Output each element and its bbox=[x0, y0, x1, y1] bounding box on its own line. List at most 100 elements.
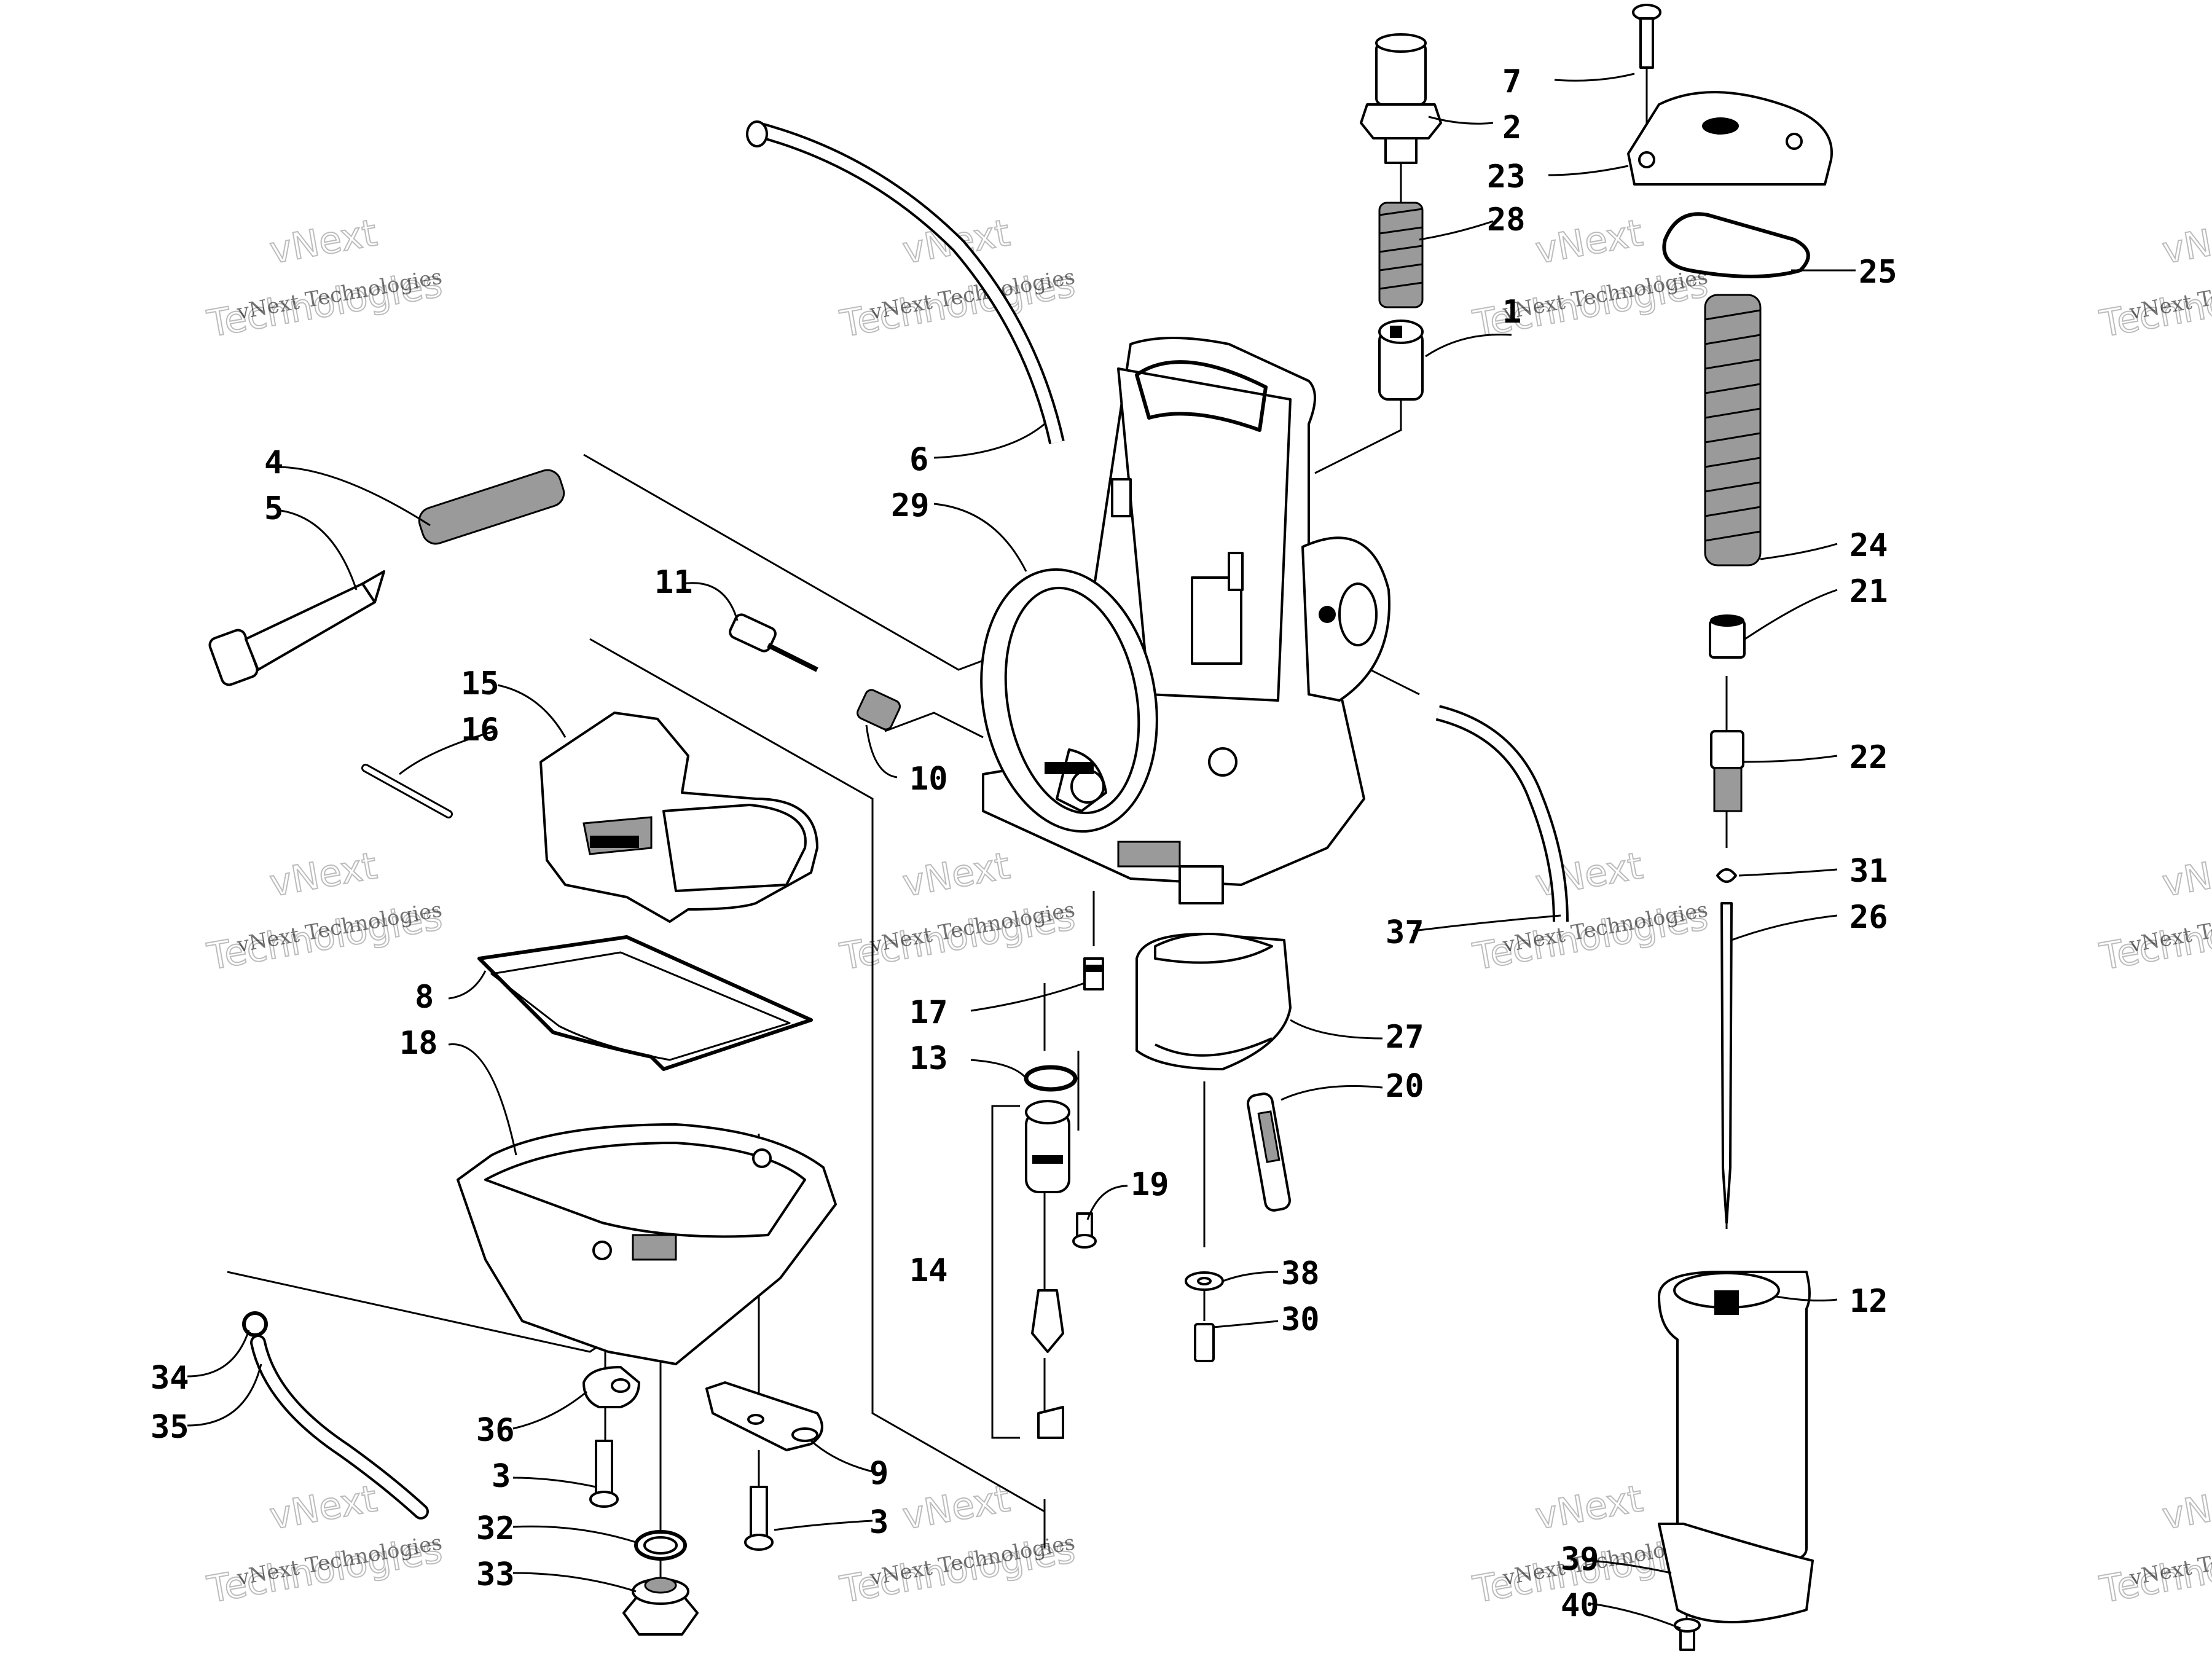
callout-35: 35 bbox=[151, 1409, 189, 1446]
part-27-needle-jet-holder bbox=[1135, 933, 1292, 1070]
callout-17: 17 bbox=[909, 994, 948, 1031]
part-19-screw bbox=[1072, 1212, 1097, 1249]
svg-text:vNext: vNext bbox=[2159, 844, 2212, 905]
part-5-air-screw bbox=[208, 570, 385, 686]
callout-3-left: 3 bbox=[492, 1458, 511, 1495]
callout-15: 15 bbox=[461, 665, 500, 702]
svg-text:vNext: vNext bbox=[2159, 1477, 2212, 1538]
part-4-spring bbox=[418, 469, 565, 545]
watermark: vNext Technologies vNext Technologies bbox=[203, 844, 446, 979]
part-16-float-pin bbox=[361, 764, 453, 818]
svg-text:vNext: vNext bbox=[267, 1477, 380, 1538]
callout-37: 37 bbox=[1386, 914, 1424, 951]
callout-32: 32 bbox=[476, 1510, 515, 1547]
svg-text:vNext: vNext bbox=[267, 211, 380, 272]
watermark: vNext Technologies vNext Technologies bbox=[836, 844, 1079, 979]
callout-5: 5 bbox=[264, 490, 283, 527]
part-36-bracket bbox=[582, 1366, 640, 1408]
callout-leaders bbox=[187, 73, 1856, 1630]
part-33-drain-plug bbox=[622, 1577, 699, 1636]
watermark: vNext Technologies vNext Technologies bbox=[836, 1477, 1079, 1612]
svg-text:vNext: vNext bbox=[1532, 1477, 1646, 1538]
part-32-washer bbox=[634, 1530, 687, 1561]
callout-7: 7 bbox=[1502, 63, 1521, 100]
callout-28: 28 bbox=[1487, 202, 1526, 238]
svg-text:vNext: vNext bbox=[1532, 211, 1646, 272]
part-35-drain-tube bbox=[250, 1335, 429, 1520]
part-40-screw bbox=[1674, 1618, 1701, 1651]
callout-39: 39 bbox=[1561, 1541, 1599, 1578]
part-8-float-bowl-gasket bbox=[477, 935, 813, 1071]
callout-1: 1 bbox=[1502, 294, 1521, 331]
part-22-needle-clip-holder bbox=[1710, 730, 1744, 812]
part-31-e-clip bbox=[1716, 868, 1737, 883]
part-11-pilot-screw bbox=[729, 613, 818, 672]
part-12-throttle-slide bbox=[1658, 1271, 1811, 1562]
watermark: vNext Technologies vNext Technologies bbox=[836, 211, 1079, 347]
callout-13: 13 bbox=[909, 1040, 948, 1077]
callout-29: 29 bbox=[891, 487, 930, 524]
callout-3-right: 3 bbox=[869, 1504, 888, 1541]
callout-6: 6 bbox=[909, 441, 928, 478]
callout-40: 40 bbox=[1561, 1587, 1599, 1624]
part-25-gasket bbox=[1662, 212, 1810, 278]
part-3-screw-right bbox=[744, 1486, 774, 1551]
callout-9: 9 bbox=[869, 1455, 888, 1492]
part-24-throttle-spring bbox=[1704, 294, 1762, 567]
callout-30: 30 bbox=[1281, 1301, 1320, 1338]
callout-22: 22 bbox=[1849, 739, 1888, 776]
part-37-overflow-tube bbox=[1435, 705, 1569, 922]
watermark: vNext Technologies vNext Technologies bbox=[203, 211, 446, 347]
part-39-slide-plate bbox=[1658, 1523, 1814, 1623]
callout-14: 14 bbox=[909, 1252, 948, 1289]
watermark: vNext Technologies vNext Technologies bbox=[2096, 1477, 2212, 1612]
callout-19: 19 bbox=[1131, 1166, 1169, 1203]
part-30-main-jet bbox=[1194, 1323, 1215, 1362]
part-21-spring-seat bbox=[1709, 614, 1746, 659]
part-29-carburetor-body bbox=[980, 337, 1390, 904]
part-23-top-cap bbox=[1627, 91, 1833, 186]
part-18-float-bowl bbox=[457, 1123, 837, 1365]
part-15-float bbox=[539, 712, 818, 923]
callout-38: 38 bbox=[1281, 1255, 1320, 1292]
part-17-screw bbox=[1083, 957, 1104, 990]
callout-26: 26 bbox=[1849, 899, 1888, 936]
part-14-float-valve-assembly bbox=[991, 1100, 1070, 1439]
watermark: vNext Technologies vNext Technologies bbox=[2096, 211, 2212, 347]
callout-labels: 7 2 23 28 25 1 24 21 22 31 26 12 39 40 4… bbox=[151, 63, 1897, 1624]
part-34-clip bbox=[242, 1311, 268, 1337]
part-38-washer bbox=[1185, 1271, 1224, 1291]
callout-36: 36 bbox=[476, 1412, 515, 1449]
callout-31: 31 bbox=[1849, 853, 1888, 890]
svg-text:vNext: vNext bbox=[267, 844, 380, 905]
callout-34: 34 bbox=[151, 1360, 189, 1397]
callout-24: 24 bbox=[1849, 527, 1888, 564]
part-26-jet-needle bbox=[1720, 902, 1733, 1224]
callout-4: 4 bbox=[264, 444, 283, 481]
part-20-needle-jet bbox=[1247, 1092, 1291, 1212]
callout-12: 12 bbox=[1849, 1283, 1888, 1320]
callout-20: 20 bbox=[1386, 1068, 1424, 1105]
callout-8: 8 bbox=[415, 979, 434, 1016]
callout-25: 25 bbox=[1859, 254, 1897, 291]
watermark: vNext Technologies vNext Technologies bbox=[2096, 844, 2212, 979]
callout-10: 10 bbox=[909, 761, 948, 798]
part-6-vent-tube bbox=[746, 120, 1065, 444]
part-1-starter-plunger bbox=[1378, 320, 1424, 401]
svg-text:vNext: vNext bbox=[2159, 211, 2212, 272]
callout-16: 16 bbox=[461, 712, 500, 748]
part-28-spring bbox=[1378, 202, 1424, 308]
callout-23: 23 bbox=[1487, 159, 1526, 195]
part-3-screw-left bbox=[589, 1440, 619, 1508]
callout-33: 33 bbox=[476, 1556, 515, 1593]
callout-2: 2 bbox=[1502, 109, 1521, 146]
watermark: vNext Technologies vNext Technologies bbox=[1469, 844, 1712, 979]
part-13-o-ring bbox=[1024, 1065, 1078, 1092]
callout-21: 21 bbox=[1849, 573, 1888, 610]
callout-11: 11 bbox=[654, 564, 693, 601]
part-2-starter-nut bbox=[1360, 33, 1442, 164]
callout-18: 18 bbox=[399, 1025, 438, 1062]
watermark: vNext Technologies vNext Technologies bbox=[203, 1477, 446, 1612]
svg-text:vNext: vNext bbox=[900, 844, 1013, 905]
